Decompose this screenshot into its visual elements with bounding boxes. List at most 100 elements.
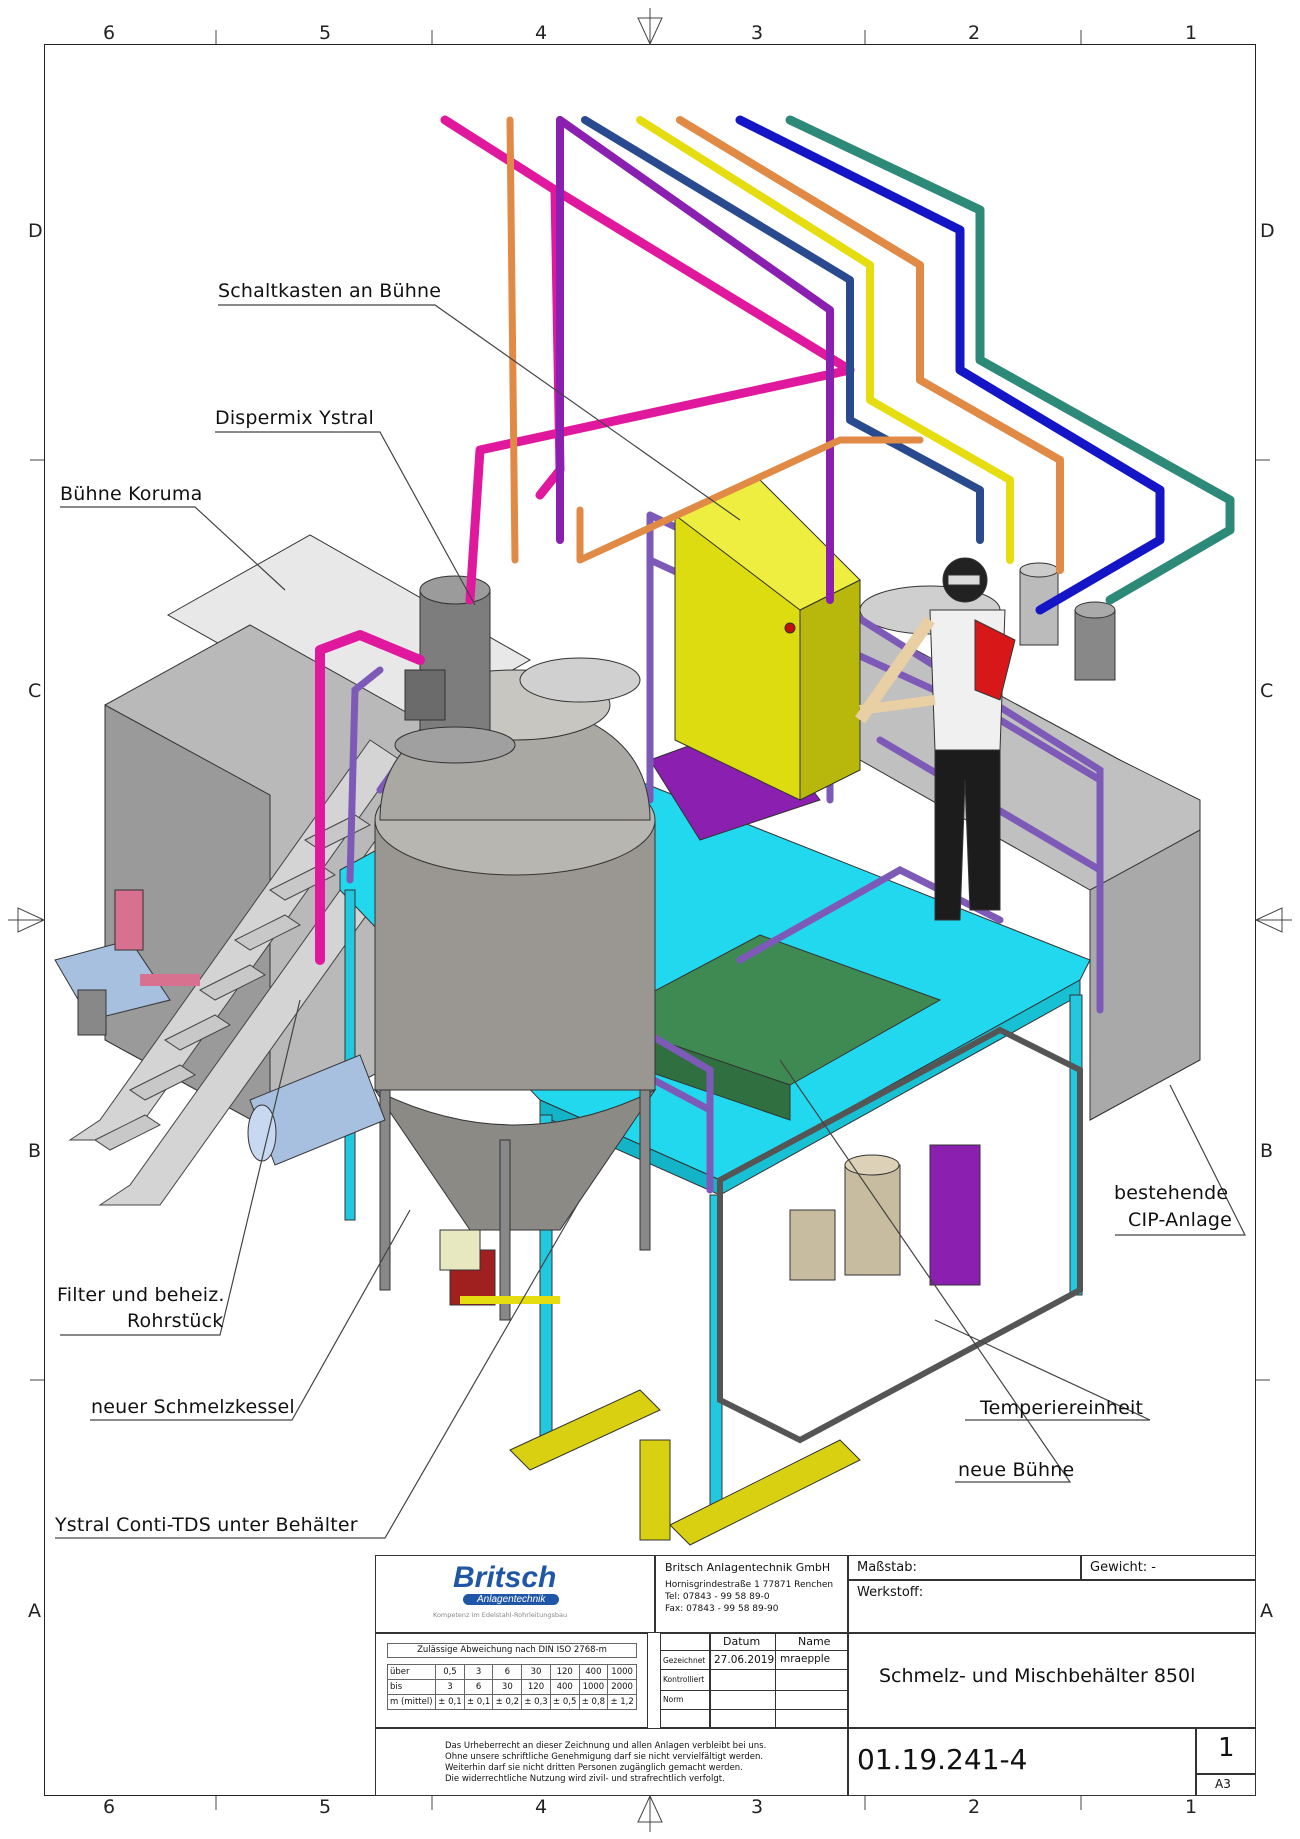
callout-temperiereinheit: Temperiereinheit	[980, 1397, 1144, 1419]
sheet-number: 1	[1218, 1733, 1235, 1763]
tol-cell: bis	[386, 1679, 437, 1695]
zone-bottom-2: 2	[968, 1796, 981, 1818]
callout-schmelzkessel: neuer Schmelzkessel	[91, 1396, 295, 1418]
tol-cell: 30	[492, 1679, 523, 1695]
tolerance-table: über 0,5 3 6 30 120 400 1000 bis 3 6 30 …	[386, 1664, 637, 1710]
zone-top-1: 1	[1185, 22, 1198, 44]
tol-cell: 400	[549, 1679, 580, 1695]
tol-cell: ± 0,8	[578, 1694, 609, 1710]
callout-conti-tds: Ystral Conti-TDS unter Behälter	[55, 1514, 358, 1536]
callout-buehne-koruma: Bühne Koruma	[60, 483, 203, 505]
norm-label: Norm	[663, 1695, 684, 1704]
gezeichnet-label: Gezeichnet	[663, 1656, 706, 1665]
zone-bottom-5: 5	[319, 1796, 332, 1818]
zone-top-4: 4	[535, 22, 548, 44]
sheet-cell	[1196, 1728, 1256, 1774]
drawing-number-cell	[848, 1728, 1196, 1796]
tol-cell: 120	[549, 1664, 580, 1680]
callout-filter-line1: Filter und beheiz.	[57, 1284, 225, 1306]
conti-tds	[247, 1054, 560, 1306]
gezeichnet-date: 27.06.2019	[714, 1654, 775, 1666]
logo-tagline: Kompetenz im Edelstahl-Rohrleitungsbau	[433, 1611, 568, 1619]
tol-cell: ± 0,1	[435, 1694, 465, 1710]
zone-bottom-6: 6	[103, 1796, 116, 1818]
tol-cell: ± 0,3	[521, 1694, 551, 1710]
company-logo: Britsch Anlagentechnik Kompetenz im Edel…	[433, 1561, 583, 1621]
logo-word: Britsch	[453, 1561, 557, 1594]
tol-cell: 3	[463, 1664, 494, 1680]
copyright-line3: Weiterhin darf sie nicht dritten Persone…	[445, 1763, 743, 1773]
tol-cell: 30	[521, 1664, 551, 1680]
zone-right-D: D	[1260, 220, 1275, 242]
zone-ticks	[30, 30, 1270, 1810]
tolerance-table-wrap: Zulässige Abweichung nach DIN ISO 2768-m…	[386, 1643, 637, 1710]
format-cell	[1196, 1774, 1256, 1796]
base-rails	[509, 1389, 861, 1546]
tol-cell: 120	[521, 1679, 551, 1695]
callout-neue-buehne: neue Bühne	[958, 1459, 1075, 1481]
zone-top-5: 5	[319, 22, 332, 44]
massstab-cell	[848, 1555, 1081, 1580]
zone-left-C: C	[28, 680, 42, 702]
tol-row-mittel: m (mittel) ± 0,1 ± 0,1 ± 0,2 ± 0,3 ± 0,5…	[386, 1694, 637, 1710]
tolerance-cell	[375, 1633, 648, 1728]
company-tel: Tel: 07843 - 99 58 89-0	[665, 1592, 770, 1602]
werkstoff-cell	[848, 1580, 1256, 1633]
tol-cell: 400	[578, 1664, 609, 1680]
tol-cell: 2000	[607, 1679, 637, 1695]
tol-cell: 3	[435, 1679, 465, 1695]
logo-subtext: Anlagentechnik	[463, 1594, 560, 1605]
drawing-number: 01.19.241-4	[857, 1743, 1028, 1776]
zone-right-C: C	[1260, 680, 1274, 702]
name-header: Name	[798, 1635, 831, 1648]
centering-marks	[8, 8, 1292, 1832]
title-block: Britsch Anlagentechnik Kompetenz im Edel…	[375, 1555, 1256, 1796]
kontrolliert-label: Kontrolliert	[663, 1675, 705, 1684]
zone-top-2: 2	[968, 22, 981, 44]
zone-left-A: A	[28, 1600, 41, 1622]
company-cell	[655, 1555, 848, 1633]
temperiereinheit	[717, 1026, 1083, 1444]
callout-schaltkasten: Schaltkasten an Bühne	[218, 280, 442, 302]
callout-dispermix: Dispermix Ystral	[215, 407, 374, 429]
company-address: Hornisgrindestraße 1 77871 Renchen	[665, 1580, 834, 1590]
tolerance-title: Zulässige Abweichung nach DIN ISO 2768-m	[387, 1643, 637, 1658]
title-cell	[848, 1633, 1256, 1728]
gewicht-cell	[1081, 1555, 1256, 1580]
drawing-title: Schmelz- und Mischbehälter 850l	[879, 1665, 1196, 1687]
massstab-label: Maßstab:	[857, 1560, 917, 1575]
tol-row-ueber: über 0,5 3 6 30 120 400 1000	[386, 1664, 637, 1680]
schaltkasten	[674, 479, 861, 801]
zone-left-B: B	[28, 1140, 42, 1162]
copyright-line1: Das Urheberrecht an dieser Zeichnung und…	[445, 1741, 767, 1751]
tol-cell: 0,5	[435, 1664, 465, 1680]
paper-format: A3	[1215, 1777, 1231, 1791]
datum-header: Datum	[723, 1635, 761, 1648]
company-fax: Fax: 07843 - 99 58 89-90	[665, 1604, 779, 1614]
zone-right-B: B	[1260, 1140, 1274, 1162]
zone-bottom-1: 1	[1185, 1796, 1198, 1818]
tol-cell: m (mittel)	[386, 1694, 437, 1710]
tol-cell: ± 0,5	[549, 1694, 580, 1710]
copyright-line4: Die widerrechtliche Nutzung wird zivil- …	[445, 1774, 725, 1784]
filter-assembly	[54, 889, 200, 1036]
zone-bottom-3: 3	[751, 1796, 764, 1818]
logo-cell	[375, 1555, 655, 1633]
callout-leaders	[55, 304, 1246, 1539]
tol-cell: ± 0,2	[492, 1694, 523, 1710]
pipes	[315, 115, 1235, 965]
zone-top-6: 6	[103, 22, 116, 44]
zone-right-A: A	[1260, 1600, 1273, 1622]
tol-cell: 1000	[578, 1679, 609, 1695]
company-name: Britsch Anlagentechnik GmbH	[665, 1561, 831, 1574]
callout-cip-line2: CIP-Anlage	[1128, 1209, 1233, 1231]
tol-cell: über	[386, 1664, 437, 1680]
tol-cell: ± 0,1	[463, 1694, 494, 1710]
zone-top-3: 3	[751, 22, 764, 44]
copyright-line2: Ohne unsere schriftliche Genehmigung dar…	[445, 1752, 764, 1762]
callout-cip-line1: bestehende	[1114, 1182, 1229, 1204]
gewicht-label: Gewicht: -	[1090, 1560, 1157, 1575]
tol-cell: ± 1,2	[607, 1694, 637, 1710]
tol-row-bis: bis 3 6 30 120 400 1000 2000	[386, 1679, 637, 1695]
